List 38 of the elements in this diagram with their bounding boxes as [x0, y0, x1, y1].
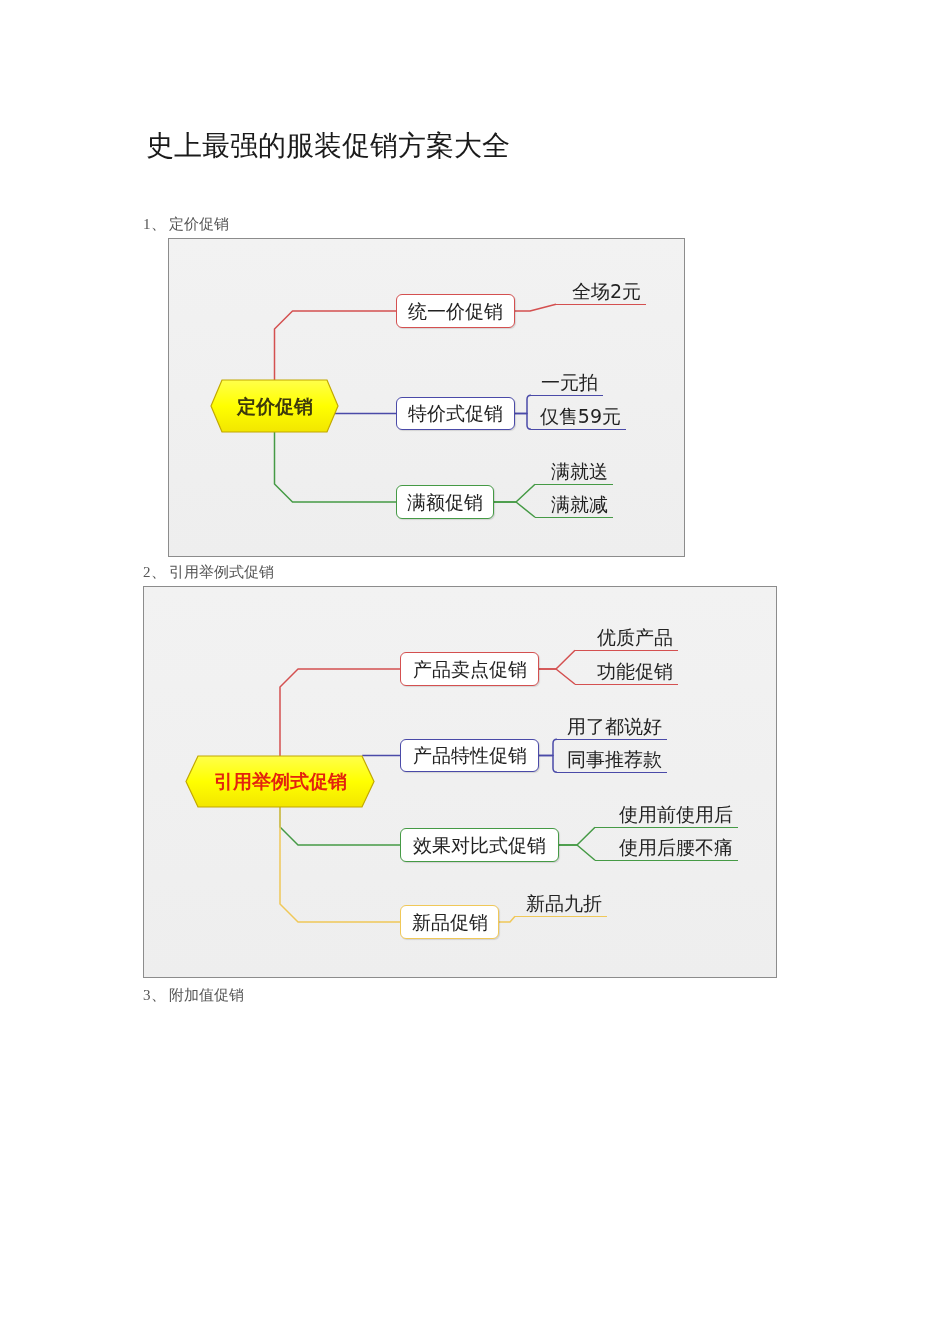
page-title: 史上最强的服装促销方案大全: [146, 129, 510, 163]
central-topic-hexagon: 引用举例式促销: [185, 755, 375, 808]
subtopic-label: 优质产品: [575, 625, 678, 651]
branch-line: [514, 303, 557, 312]
branch-line: [273, 431, 397, 503]
subtopic-label: 仅售59元: [531, 404, 626, 430]
branch-topic-box: 新品促销: [400, 905, 499, 939]
branch-topic-box: 统一价促销: [396, 294, 515, 328]
subtopic-label: 新品九折: [515, 891, 607, 917]
branch-line: [558, 844, 596, 861]
branch-line: [498, 915, 516, 923]
subtopic-label: 用了都说好: [557, 714, 667, 740]
section-heading: 3、 附加值促销: [143, 986, 245, 1004]
subtopic-label: 全场2元: [556, 279, 646, 305]
branch-topic-box: 特价式促销: [396, 397, 515, 430]
subtopic-label: 功能促销: [575, 659, 678, 685]
branch-line: [334, 412, 397, 415]
branch-line: [279, 668, 401, 757]
branch-line: [361, 754, 401, 757]
subtopic-label: 使用后腰不痛: [595, 835, 738, 861]
branch-topic-box: 产品卖点促销: [400, 652, 539, 686]
subtopic-label: 使用前使用后: [595, 802, 738, 828]
section-heading: 2、 引用举例式促销: [143, 563, 275, 581]
branch-line: [538, 754, 558, 773]
section-heading: 1、 定价促销: [143, 215, 230, 233]
subtopic-label: 满就送: [535, 459, 613, 485]
branch-line: [493, 501, 536, 518]
branch-topic-box: 效果对比式促销: [400, 828, 559, 862]
branch-line: [514, 412, 532, 430]
branch-line: [538, 668, 576, 685]
branch-line: [273, 310, 397, 381]
branch-topic-box: 产品特性促销: [400, 739, 539, 772]
central-topic-hexagon: 定价促销: [210, 379, 339, 433]
branch-topic-box: 满额促销: [396, 485, 494, 519]
subtopic-label: 满就减: [535, 492, 613, 518]
branch-line: [279, 806, 401, 923]
subtopic-label: 一元拍: [531, 370, 603, 396]
subtopic-label: 同事推荐款: [557, 747, 667, 773]
